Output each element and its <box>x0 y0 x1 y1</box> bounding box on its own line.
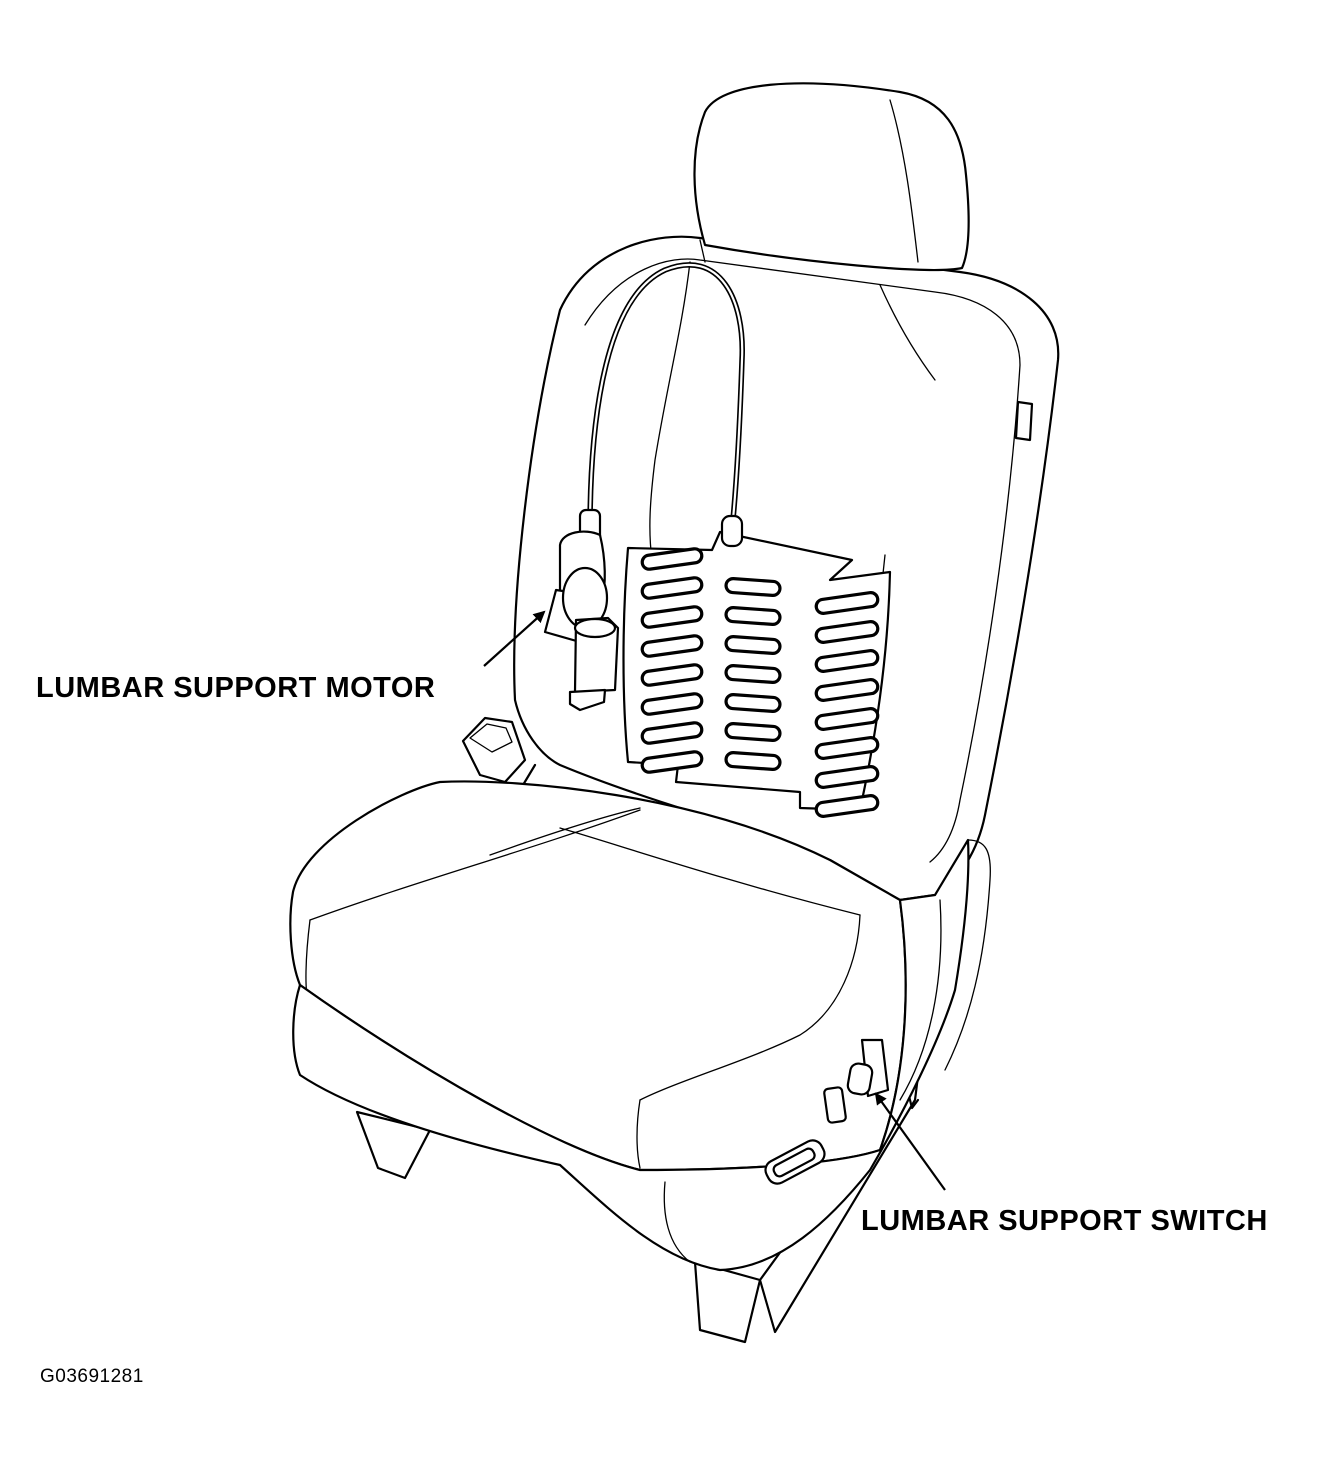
lumbar-slot <box>814 765 880 789</box>
lumbar-slot <box>814 620 880 644</box>
lumbar-support-motor <box>543 530 620 712</box>
lumbar-slot <box>724 635 782 655</box>
seat-back-seam <box>584 258 1021 863</box>
lumbar-slot <box>640 721 704 745</box>
seat-cushion <box>289 780 907 1172</box>
lumbar-slot <box>640 547 704 571</box>
seatbelt-buckle <box>461 716 537 792</box>
lumbar-slot <box>814 591 880 615</box>
switch-callout-label: LUMBAR SUPPORT SWITCH <box>861 1205 1268 1237</box>
lumbar-slot <box>814 794 880 818</box>
motor-callout-label: LUMBAR SUPPORT MOTOR <box>36 672 436 704</box>
switch-arrow <box>874 1092 946 1191</box>
motor-wire-harness <box>578 262 745 548</box>
callout-arrows <box>483 610 946 1191</box>
headrest-outline <box>693 82 970 272</box>
lumbar-slots <box>640 547 880 818</box>
lumbar-slot <box>814 678 880 702</box>
lumbar-slot <box>814 736 880 760</box>
lumbar-slot <box>724 606 782 626</box>
seat-base <box>292 838 991 1272</box>
lumbar-slot <box>640 692 704 716</box>
lumbar-slot <box>640 634 704 658</box>
front-left-leg <box>693 1260 762 1344</box>
lumbar-slot <box>724 722 782 742</box>
lumbar-slot <box>814 649 880 673</box>
lumbar-slot <box>640 576 704 600</box>
lumbar-slot <box>814 707 880 731</box>
lumbar-slot <box>724 751 782 771</box>
headrest <box>693 82 970 272</box>
power-seat-switches <box>764 1038 890 1185</box>
motor-arrow <box>483 610 546 667</box>
recline-switch <box>823 1086 847 1124</box>
lumbar-slot <box>724 664 782 684</box>
recliner-tab <box>1014 400 1034 442</box>
lumbar-slot <box>640 605 704 629</box>
figure-code: G03691281 <box>40 1366 144 1387</box>
lumbar-slot <box>640 663 704 687</box>
lumbar-switch <box>846 1062 874 1096</box>
lumbar-slot <box>640 750 704 774</box>
base-skirt <box>292 838 970 1272</box>
lumbar-slot <box>724 693 782 713</box>
lumbar-slot <box>724 577 782 597</box>
